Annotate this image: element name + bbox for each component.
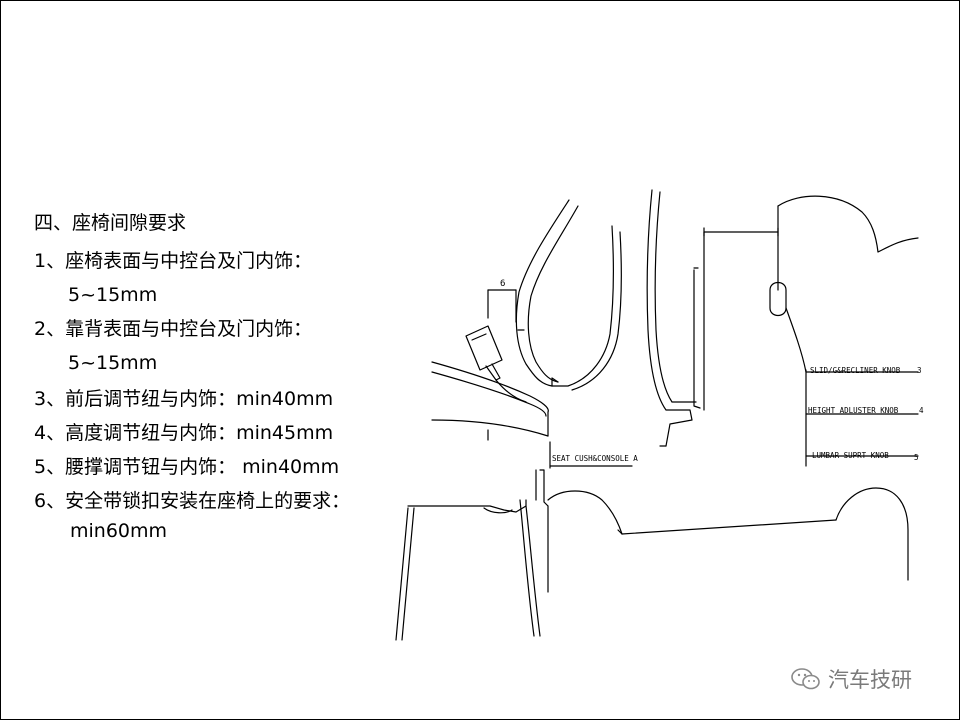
wechat-icon xyxy=(791,668,820,690)
seat-cushion-console-label-group: SEAT CUSH&CONSOLE A xyxy=(549,441,638,469)
requirement-6-value: min60mm xyxy=(70,520,168,542)
requirement-5-label: 5、腰撑调节钮与内饰： min40mm xyxy=(34,456,340,478)
requirement-3-label: 3、前后调节纽与内饰：min40mm xyxy=(34,388,334,410)
requirement-6-label: 6、安全带锁扣安装在座椅上的要求： xyxy=(34,490,351,512)
watermark-text: 汽车技研 xyxy=(828,668,912,692)
knob-labels: SLID/G&RECLINER KNOB 3 HEIGHT ADLUSTER K… xyxy=(805,366,924,467)
requirement-2-value: 5~15mm xyxy=(68,352,158,374)
door-trim-profile xyxy=(646,189,701,447)
requirement-4-label: 4、高度调节纽与内饰：min45mm xyxy=(34,422,334,444)
seat-cushion xyxy=(431,361,549,441)
watermark: 汽车技研 xyxy=(790,664,912,694)
console-section xyxy=(395,469,549,641)
height-adjuster-knob-label: HEIGHT ADLUSTER KNOB xyxy=(808,406,899,415)
requirement-1-label: 1、座椅表面与中控台及门内饰： xyxy=(34,250,313,272)
slide-recliner-knob-label: SLID/G&RECLINER KNOB xyxy=(810,366,901,375)
rear-seat-profile xyxy=(769,195,919,373)
callout-dimension-label: 6 xyxy=(500,279,505,289)
seat-back-profile xyxy=(515,199,622,391)
requirement-2-label: 2、靠背表面与中控台及门内饰： xyxy=(34,318,313,340)
seat-cushion-console-label: SEAT CUSH&CONSOLE A xyxy=(552,454,638,463)
height-adjuster-knob-number: 4 xyxy=(919,406,924,415)
lumbar-support-knob-number: 5 xyxy=(914,453,919,462)
clearance-dimension xyxy=(703,227,779,411)
lumbar-support-knob-label: LUMBAR SUPRT KNOB xyxy=(812,451,889,460)
section-title: 四、座椅间隙要求 xyxy=(34,212,187,234)
slide-recliner-knob-number: 3 xyxy=(917,366,922,375)
seat-cushion-front-view xyxy=(547,487,909,581)
dimension-callout: 6 xyxy=(487,279,517,323)
requirement-1-value: 5~15mm xyxy=(68,284,158,306)
